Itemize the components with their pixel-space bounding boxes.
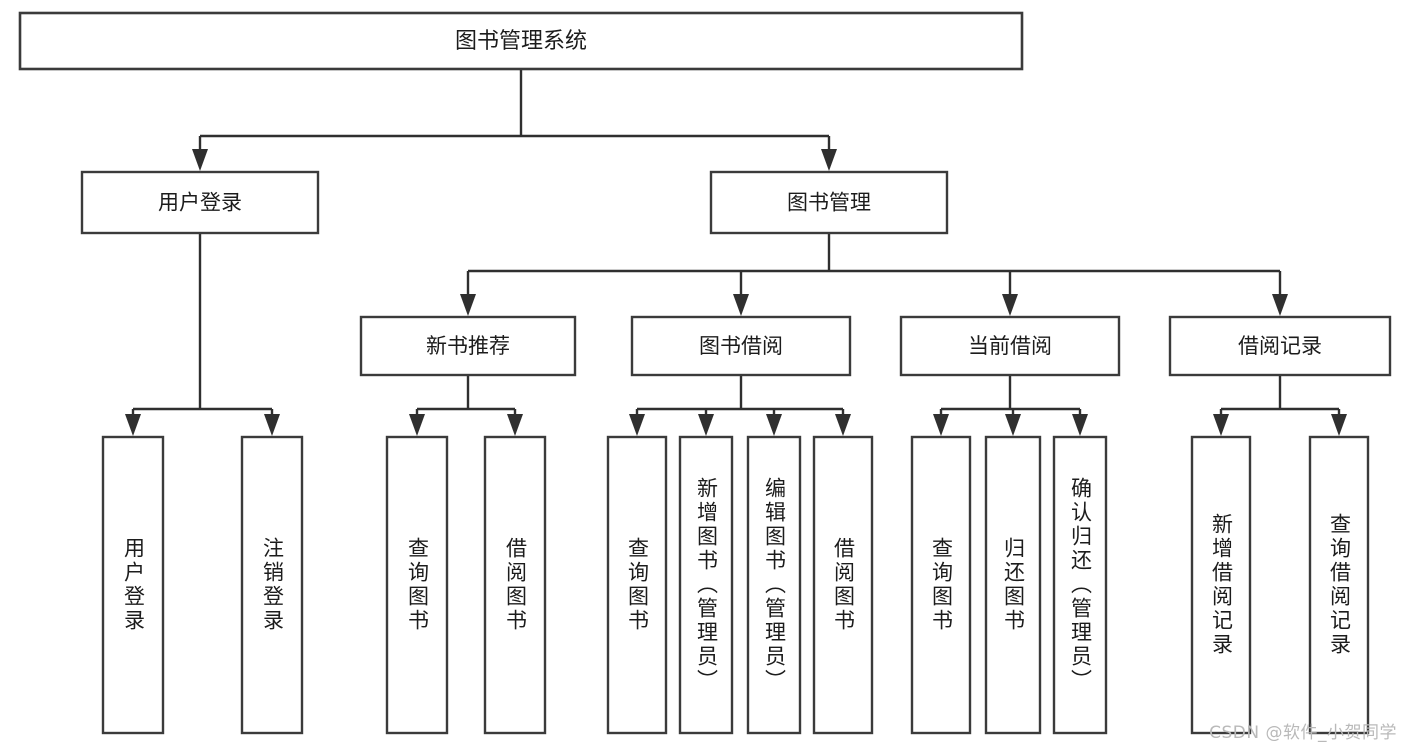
leaf-node-box[interactable]	[1190, 435, 1252, 735]
edge-arrow-icon	[733, 294, 749, 316]
edge-arrow-icon	[1072, 414, 1088, 436]
edge-arrow-icon	[409, 414, 425, 436]
level3-node-box[interactable]	[899, 315, 1121, 377]
edge-arrow-icon	[835, 414, 851, 436]
leaf-node-box[interactable]	[910, 435, 972, 735]
level2-node-label: 图书管理	[787, 191, 871, 215]
edge-arrow-icon	[1002, 294, 1018, 316]
root-node-box[interactable]	[18, 11, 1024, 71]
leaf-node-box[interactable]	[101, 435, 165, 735]
edge-arrow-icon	[460, 294, 476, 316]
edge-arrow-icon	[1331, 414, 1347, 436]
edge-arrow-icon	[1005, 414, 1021, 436]
level3-node-label: 当前借阅	[968, 334, 1052, 358]
edge-arrow-icon	[821, 149, 837, 171]
level3-node-box[interactable]	[359, 315, 577, 377]
leaf-node-box[interactable]	[606, 435, 668, 735]
leaf-node-box[interactable]	[240, 435, 304, 735]
level3-node-box[interactable]	[630, 315, 852, 377]
edge-arrow-icon	[192, 149, 208, 171]
node-box-layer	[18, 11, 1392, 735]
level3-node-label: 新书推荐	[426, 334, 510, 358]
leaf-node-box[interactable]	[746, 435, 802, 735]
leaf-node-box[interactable]	[483, 435, 547, 735]
edge-arrow-icon	[125, 414, 141, 436]
edge-arrow-icon	[1272, 294, 1288, 316]
edge-arrow-icon	[264, 414, 280, 436]
connector-layer	[125, 69, 1347, 436]
edge-arrow-icon	[698, 414, 714, 436]
leaf-node-box[interactable]	[984, 435, 1042, 735]
edge-arrow-icon	[766, 414, 782, 436]
level3-node-label: 图书借阅	[699, 334, 783, 358]
level3-node-box[interactable]	[1168, 315, 1392, 377]
edge-arrow-icon	[507, 414, 523, 436]
level3-node-label: 借阅记录	[1238, 334, 1322, 358]
edge-arrow-icon	[629, 414, 645, 436]
watermark: CSDN @软件_小贺同学	[1209, 723, 1397, 743]
level2-node-box[interactable]	[80, 170, 320, 235]
root-node-label: 图书管理系统	[455, 29, 587, 54]
level2-node-box[interactable]	[709, 170, 949, 235]
leaf-node-box[interactable]	[385, 435, 449, 735]
leaf-node-box[interactable]	[1308, 435, 1370, 735]
leaf-node-box[interactable]	[1052, 435, 1108, 735]
leaf-node-box[interactable]	[678, 435, 734, 735]
leaf-node-box[interactable]	[812, 435, 874, 735]
level2-node-label: 用户登录	[158, 191, 242, 215]
edge-arrow-icon	[1213, 414, 1229, 436]
edge-arrow-icon	[933, 414, 949, 436]
